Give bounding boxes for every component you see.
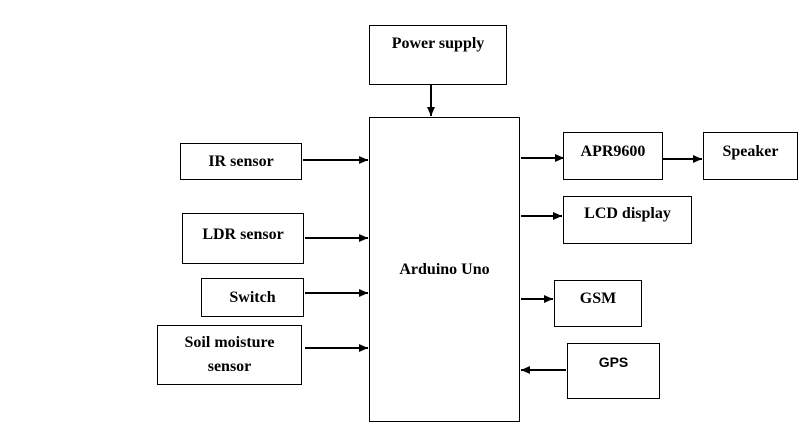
apr9600-block: APR9600 [563,132,663,180]
gps-block: GPS [567,343,660,399]
gsm-label: GSM [579,290,617,307]
switch-block: Switch [201,278,304,317]
ir-sensor-label: IR sensor [208,152,274,170]
arduino-uno-label: Arduino Uno [399,260,490,278]
switch-label: Switch [229,288,276,306]
power-supply-block: Power supply [369,25,507,85]
apr9600-label: APR9600 [580,143,646,160]
gsm-block: GSM [554,280,642,327]
gps-label: GPS [598,354,629,370]
soil-moisture-label-line2: sensor [207,358,252,375]
speaker-block: Speaker [703,132,798,180]
ldr-sensor-block: LDR sensor [182,213,304,264]
lcd-display-label: LCD display [584,205,671,222]
power-supply-label: Power supply [391,35,485,52]
lcd-display-block: LCD display [563,196,692,244]
soil-moisture-sensor-block: Soil moisture sensor [157,325,302,385]
soil-moisture-label-line1: Soil moisture [184,334,275,351]
ir-sensor-block: IR sensor [180,143,302,180]
ldr-sensor-label: LDR sensor [202,226,284,243]
speaker-label: Speaker [722,143,779,160]
arduino-uno-block: Arduino Uno [369,117,520,422]
